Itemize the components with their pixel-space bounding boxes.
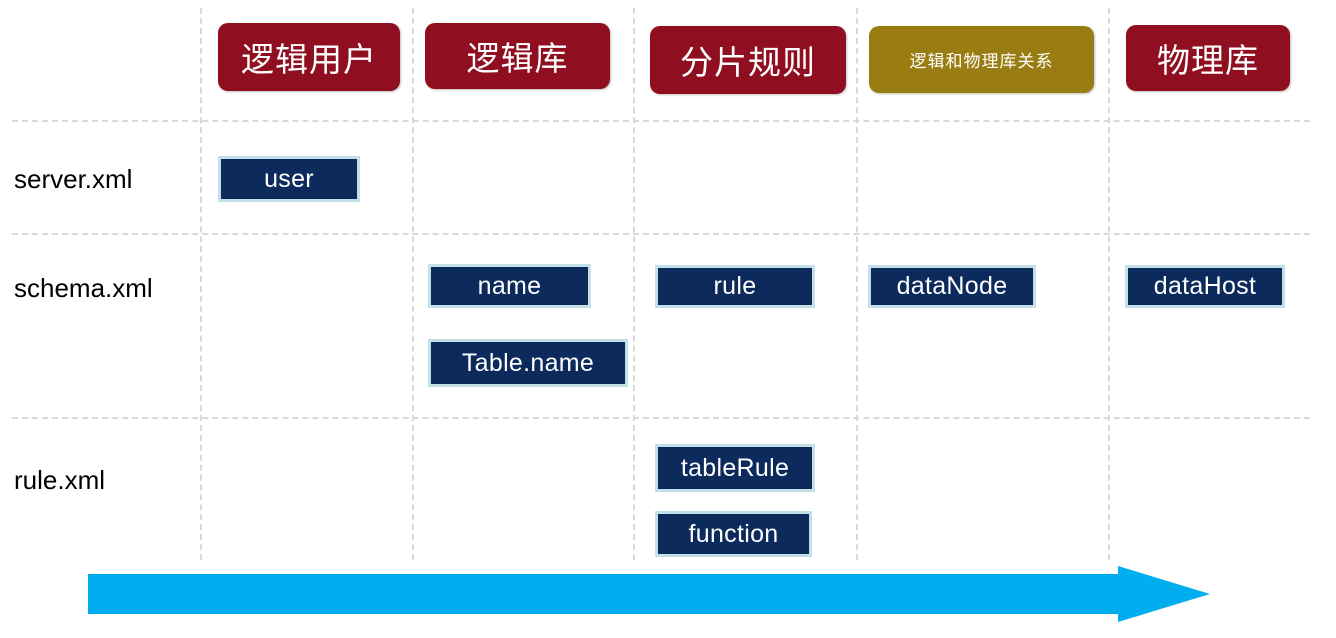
flow-arrow bbox=[88, 566, 1210, 622]
cell-name[interactable]: name bbox=[428, 264, 591, 308]
column-header-logical-physical-relation[interactable]: 逻辑和物理库关系 bbox=[869, 26, 1094, 93]
grid-vline-5 bbox=[1108, 8, 1110, 560]
cell-function[interactable]: function bbox=[655, 511, 812, 557]
row-label-server-xml: server.xml bbox=[14, 164, 133, 194]
grid-vline-2 bbox=[412, 8, 414, 560]
flow-arrow-shape bbox=[88, 566, 1210, 622]
grid-hline-1 bbox=[12, 120, 1310, 122]
grid-vline-3 bbox=[633, 8, 635, 560]
row-label-rule-xml: rule.xml bbox=[14, 465, 106, 495]
cell-table-name[interactable]: Table.name bbox=[428, 339, 628, 387]
grid-hline-3 bbox=[12, 417, 1310, 419]
grid-vline-1 bbox=[200, 8, 202, 560]
row-label-schema-xml: schema.xml bbox=[14, 273, 153, 303]
column-header-logical-user[interactable]: 逻辑用户 bbox=[218, 23, 400, 91]
cell-datanode[interactable]: dataNode bbox=[868, 265, 1036, 308]
grid-vline-4 bbox=[856, 8, 858, 560]
cell-datahost[interactable]: dataHost bbox=[1125, 265, 1285, 308]
grid-hline-2 bbox=[12, 233, 1310, 235]
column-header-sharding-rule[interactable]: 分片规则 bbox=[650, 26, 846, 94]
cell-rule[interactable]: rule bbox=[655, 265, 815, 308]
column-header-logical-db[interactable]: 逻辑库 bbox=[425, 23, 610, 89]
cell-tablerule[interactable]: tableRule bbox=[655, 444, 815, 492]
column-header-physical-db[interactable]: 物理库 bbox=[1126, 25, 1290, 91]
cell-user[interactable]: user bbox=[218, 156, 360, 202]
